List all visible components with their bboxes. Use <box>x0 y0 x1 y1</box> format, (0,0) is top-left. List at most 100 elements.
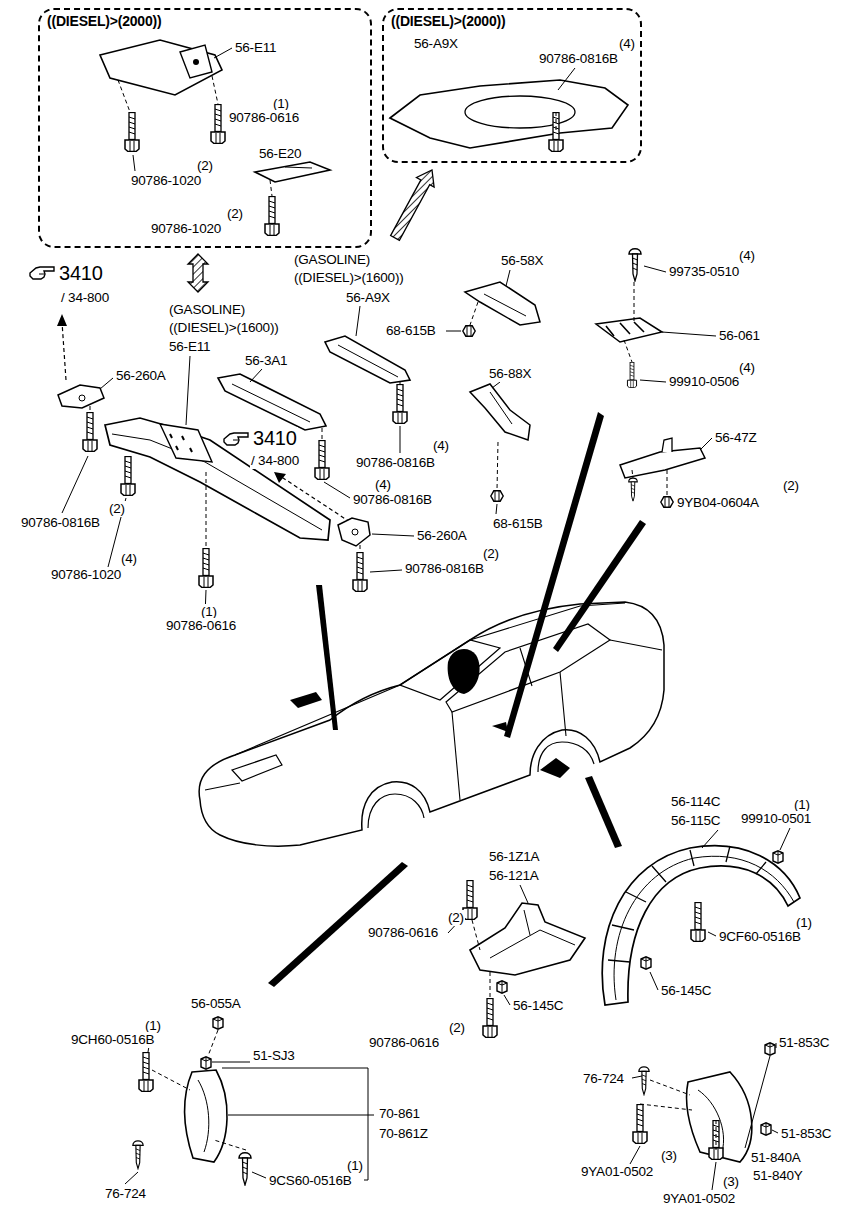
part-number: 56-E11 <box>234 40 277 56</box>
variant-group-box: ((DIESEL)>(2000))56-E11(1)90786-061656-E… <box>38 8 372 248</box>
part-number: 51-SJ3 <box>252 1048 296 1064</box>
part-number: 99910-0501 <box>740 811 812 827</box>
reference-hand-icon <box>224 433 248 445</box>
part-number: 56-A9X <box>413 36 459 52</box>
group-heading: ((DIESEL)>(2000)) <box>46 13 162 29</box>
bracket-detail <box>490 392 512 424</box>
part-number: 90786-1020 <box>130 173 202 189</box>
callout-wedge <box>553 520 646 652</box>
part-number: 99735-0510 <box>668 264 740 280</box>
car-body <box>199 602 664 846</box>
car-wheel <box>368 794 424 828</box>
pad-56-061 <box>596 318 662 342</box>
quantity-number: (2) <box>447 910 465 926</box>
nut <box>661 497 673 507</box>
plate-detail <box>338 345 398 377</box>
bolt <box>83 413 97 452</box>
plate-56-a9x <box>325 336 410 383</box>
quantity-number: (3) <box>722 1174 740 1190</box>
variant-note: ((DIESEL)>(1600)) <box>168 320 280 336</box>
bolt <box>139 1053 153 1092</box>
part-number: 56-145C <box>660 983 712 999</box>
part-number: 56-115C <box>670 813 721 829</box>
hand-outline <box>224 433 248 445</box>
quantity-number: (4) <box>738 360 756 376</box>
car-part-location <box>448 649 480 694</box>
hand-outline <box>30 267 54 279</box>
crossmember-56-e11 <box>105 418 330 540</box>
quantity-number: (3) <box>660 1148 678 1164</box>
part-number: 9CS60-0516B <box>268 1173 353 1189</box>
bolt <box>125 113 139 152</box>
part-number: 90786-1020 <box>50 567 122 583</box>
reference-number: 3410 <box>58 262 104 285</box>
bracket-tab <box>180 45 212 78</box>
variant-note: (GASOLINE) <box>293 252 371 268</box>
bolt <box>691 903 705 942</box>
part-number: 76-724 <box>582 1071 625 1087</box>
variant-group-box: ((DIESEL)>(2000))56-A9X(4)90786-0816B <box>382 8 642 163</box>
part-number: 9YA01-0502 <box>580 1164 654 1180</box>
mud-flap-70-861 <box>185 1070 227 1162</box>
bracket-hole <box>352 529 358 535</box>
bracket-56-1z1a <box>470 903 585 975</box>
part-number: 56-114C <box>670 794 721 810</box>
clip <box>213 1017 223 1029</box>
bracket-hole <box>193 59 199 65</box>
part-number: 51-853C <box>780 1126 832 1142</box>
part-number: 56-E20 <box>258 146 302 162</box>
crossmember-holes <box>170 434 192 452</box>
bolt <box>199 549 213 588</box>
bracket-56-260a <box>58 385 104 408</box>
reference-number: 3410 <box>252 427 298 450</box>
bracket-56-e11 <box>100 40 222 95</box>
callout-wedge <box>585 776 622 848</box>
reference-number: / 34-800 <box>60 290 110 306</box>
part-number: 56-E11 <box>168 339 211 355</box>
bracket-hole <box>79 395 85 401</box>
bracket-detail <box>484 294 526 316</box>
part-number: 56-88X <box>488 366 532 382</box>
quantity-number: (4) <box>120 551 138 567</box>
crossmember-plate <box>160 424 212 462</box>
bolt <box>633 1105 647 1144</box>
part-number: 9YA01-0502 <box>662 1191 736 1207</box>
clip <box>765 1043 775 1055</box>
part-number: 90786-0816B <box>355 455 436 471</box>
part-number: 56-260A <box>115 368 167 384</box>
part-number: 99910-0506 <box>668 374 740 390</box>
bolt <box>483 999 497 1038</box>
bracket-56-260a <box>338 518 370 546</box>
part-number: 70-861 <box>378 1106 421 1122</box>
quantity-number: (1) <box>346 1158 364 1174</box>
bracket-56-88x <box>470 384 530 440</box>
part-number: 56-061 <box>718 328 761 344</box>
part-number: 56-121A <box>488 868 540 884</box>
quantity-number: (2) <box>226 206 244 222</box>
quantity-number: (2) <box>782 478 800 494</box>
group-heading: ((DIESEL)>(2000)) <box>390 13 506 29</box>
hand-finger <box>39 274 44 275</box>
reference-number: / 34-800 <box>250 453 300 469</box>
part-number: 70-861Z <box>378 1126 429 1142</box>
car-windshield <box>400 640 500 700</box>
plate-56-e20 <box>255 162 330 182</box>
clip <box>201 1057 211 1069</box>
screw <box>629 478 638 501</box>
leader-line <box>62 48 790 1190</box>
car-hood-line <box>205 640 662 790</box>
variant-note: (GASOLINE) <box>168 302 246 318</box>
part-number: 51-853C <box>778 1035 830 1051</box>
callout-wedge <box>316 585 338 730</box>
part-number: 68-615B <box>492 516 544 532</box>
bolt <box>315 441 329 480</box>
screw <box>639 1067 649 1095</box>
part-number: 90786-0816B <box>404 561 485 577</box>
part-number: 90786-0816B <box>538 51 619 67</box>
pad-pattern <box>606 322 644 336</box>
quantity-number: (4) <box>374 477 392 493</box>
quantity-number: (2) <box>482 546 500 562</box>
quantity-number: (2) <box>196 158 214 174</box>
reference-hand-icon <box>30 267 54 279</box>
